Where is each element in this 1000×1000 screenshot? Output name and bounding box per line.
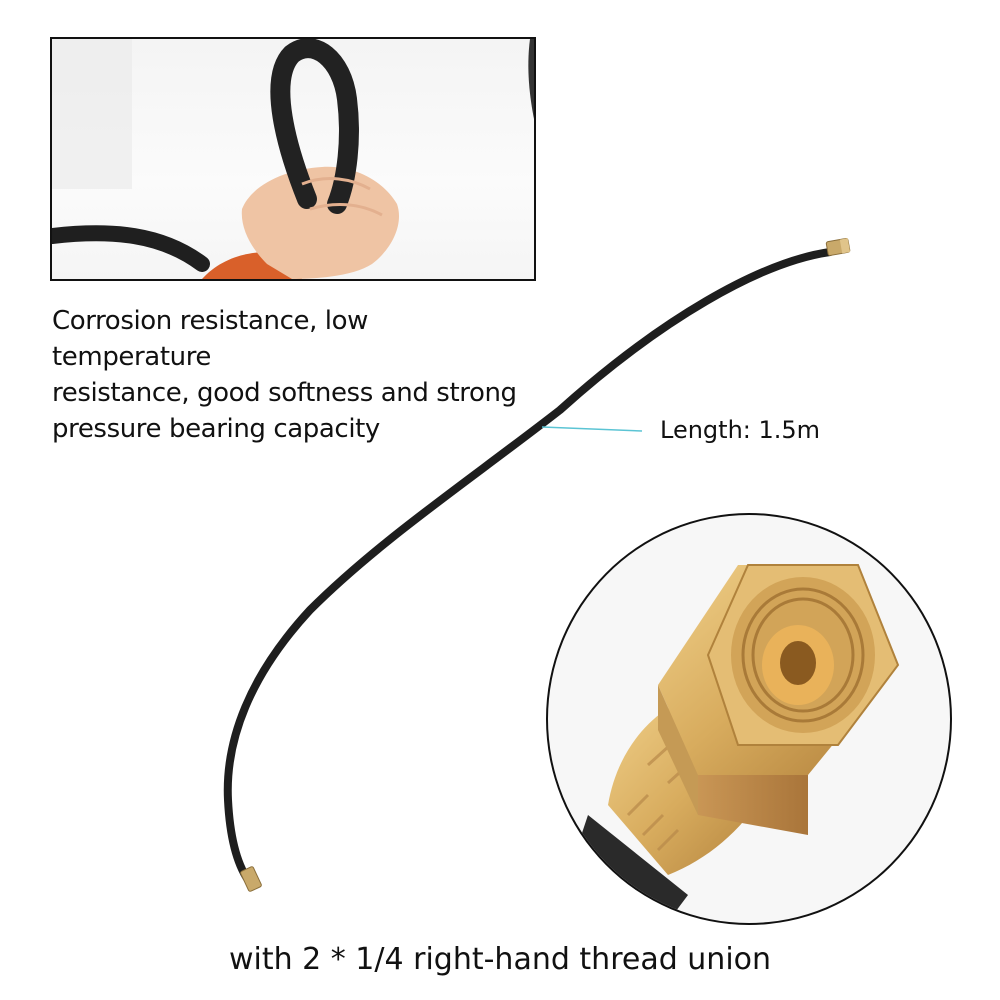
feature-line: Corrosion resistance, low temperature [52,306,368,372]
feature-line: pressure bearing capacity [52,414,380,444]
hose-flex-illustration [52,39,534,279]
length-leader-line [541,426,643,432]
length-label: Length: 1.5m [660,416,821,444]
feature-description: Corrosion resistance, low temperature re… [52,303,532,447]
detail-circle-fitting [546,513,952,925]
feature-line: resistance, good softness and strong [52,378,517,408]
bottom-caption: with 2 * 1/4 right-hand thread union [228,942,772,977]
brass-fitting-closeup [568,564,900,923]
hose-end-fitting-top [825,237,851,256]
hose-body [223,248,834,884]
hose-end-fitting-bottom [240,866,262,892]
inset-photo-flexibility [50,37,536,281]
